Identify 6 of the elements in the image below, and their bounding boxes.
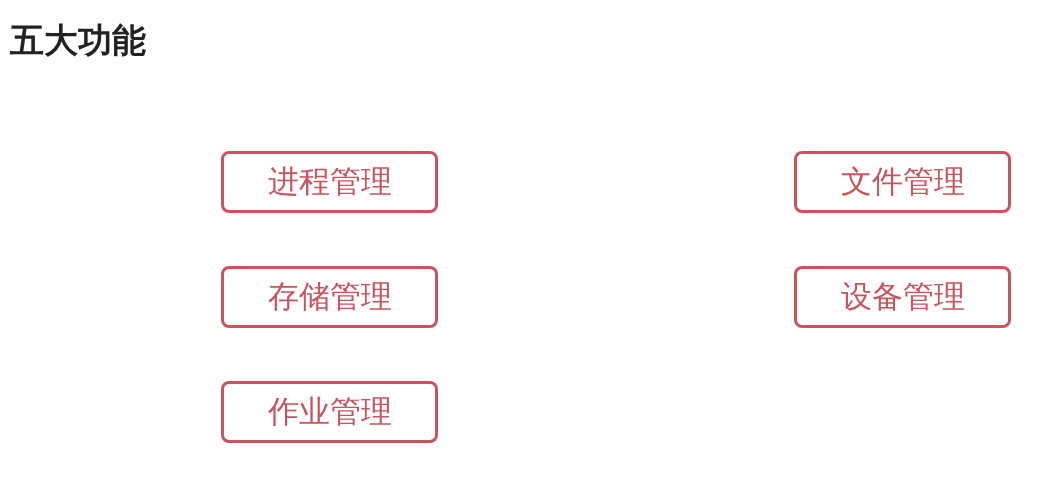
function-box: 文件管理	[794, 151, 1011, 213]
function-box: 设备管理	[794, 266, 1011, 328]
title: 五大功能	[10, 19, 146, 62]
function-box: 作业管理	[221, 381, 438, 443]
function-box: 存储管理	[221, 266, 438, 328]
function-box: 进程管理	[221, 151, 438, 213]
